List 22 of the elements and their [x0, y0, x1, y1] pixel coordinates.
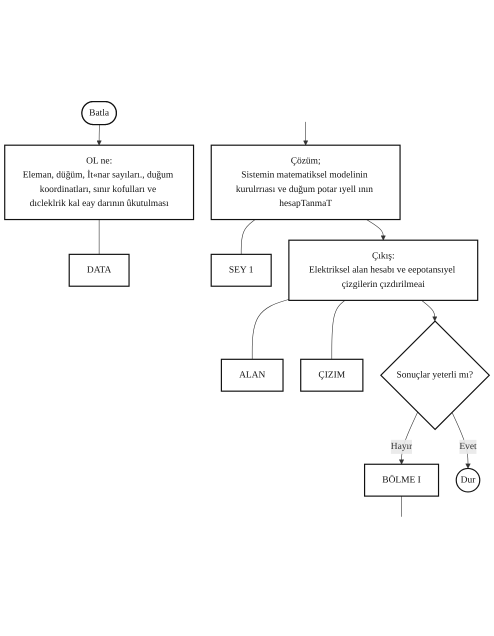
arrow [366, 219, 386, 240]
node-diamond: Sonuçlar yeterli mı? [380, 320, 490, 430]
connector [401, 496, 402, 518]
node-box: ÇIZIM [300, 358, 364, 392]
node-box: DATA [68, 254, 130, 287]
arrow [421, 300, 438, 322]
node-box: BÖLME I [364, 464, 440, 497]
node-circle: Dur [456, 468, 480, 493]
arrow [452, 412, 471, 469]
connector [98, 219, 100, 255]
connector [332, 300, 346, 360]
node-box: Çözüm; Sistemin matematiksel modelinin kurulrrıası ve duğum potar ıyell ının hesapTanmaT [210, 144, 401, 220]
node-box: ALAN [220, 358, 284, 392]
node-box: SEY 1 [210, 254, 272, 287]
node-box: OL ne: Eleman, düğüm, İt«nar sayıları., duğum koordinatları, sınır kofulları ve dıcleklrik kal eay darının ûkutulması [4, 144, 194, 220]
edge-label: Hayır [390, 442, 412, 452]
arrow [303, 122, 308, 146]
node-box: Çıkış: Elektriksel alan hesabı ve eepotansıyel çizgilerin çızdırilmeai [288, 240, 478, 301]
edge-label: Evet [459, 442, 477, 452]
connector [240, 219, 256, 255]
connector [252, 299, 290, 360]
arrow [96, 124, 102, 146]
